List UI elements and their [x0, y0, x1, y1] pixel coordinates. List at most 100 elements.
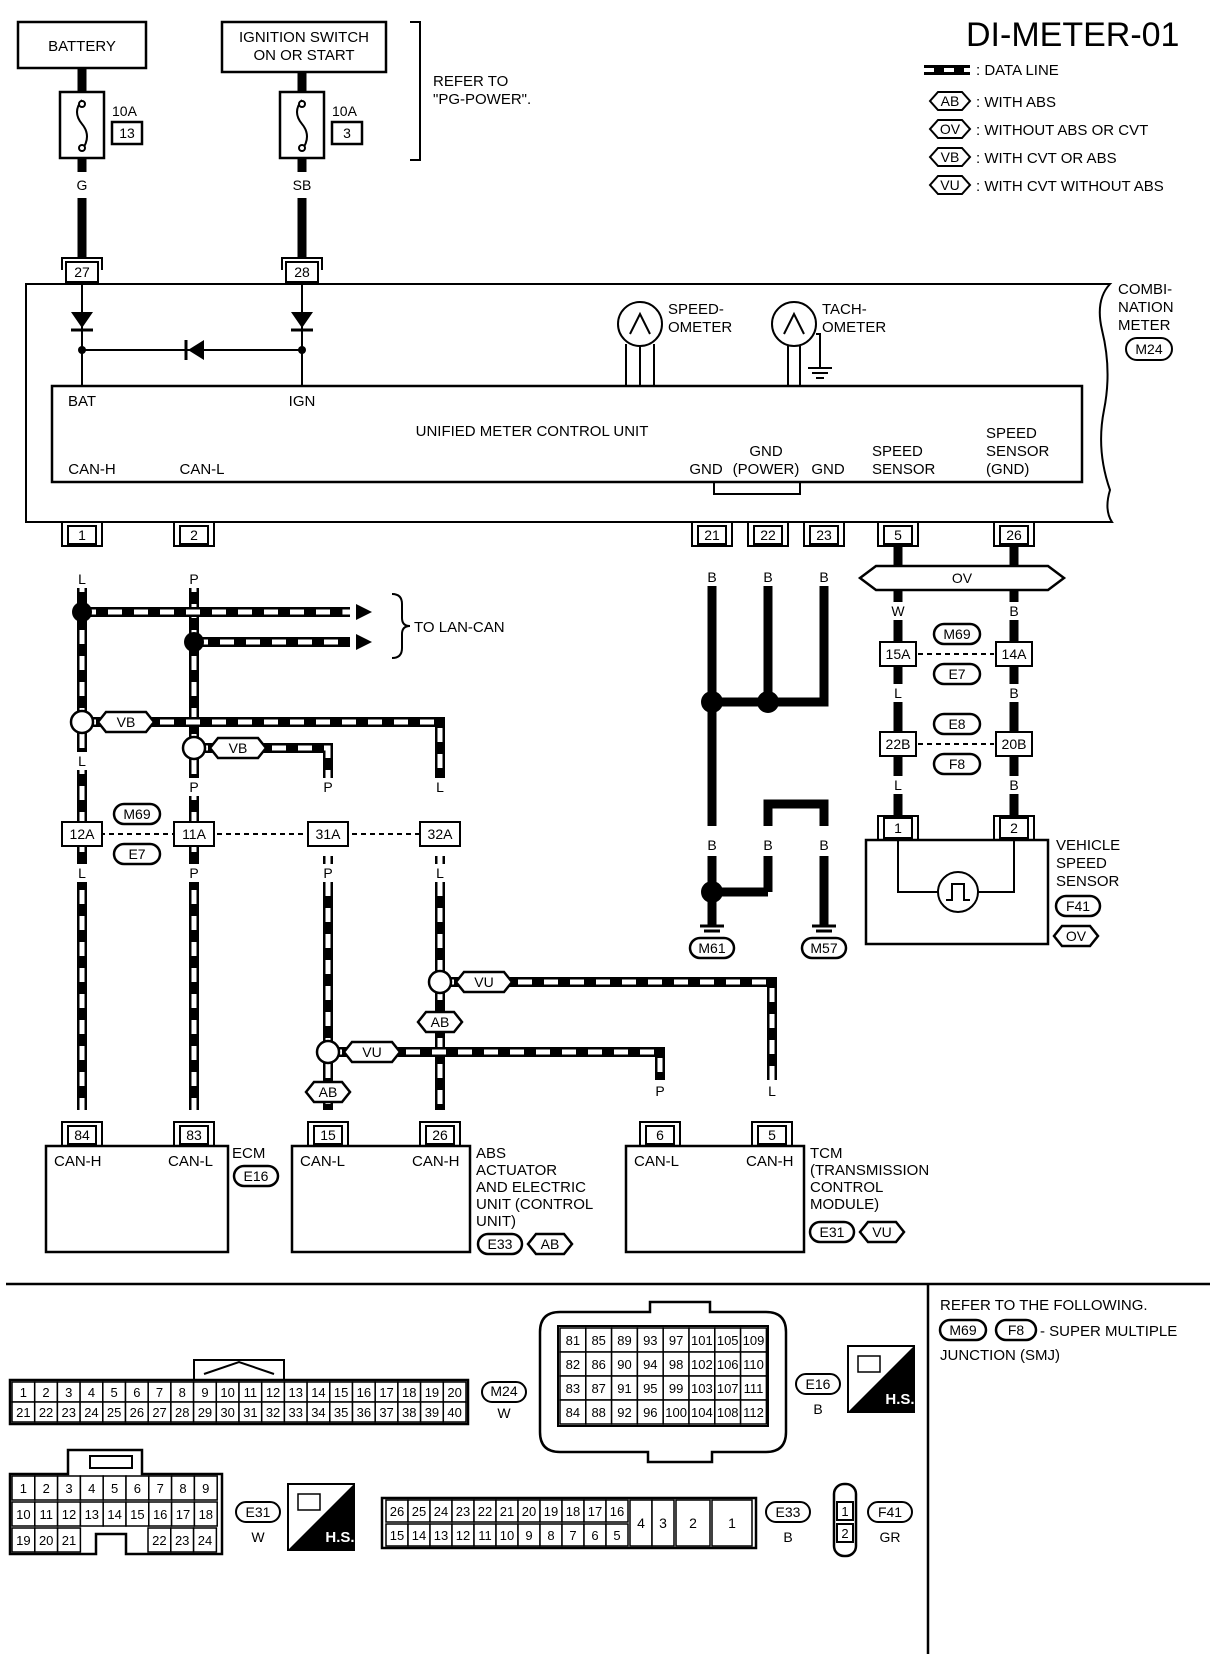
m24-pin: 19 — [425, 1385, 439, 1400]
pin-23: 23 — [816, 527, 832, 543]
e33-pin-cell — [605, 1499, 629, 1523]
e31-pin: 6 — [134, 1481, 141, 1496]
tag-ab-1: AB — [431, 1014, 450, 1030]
wire-b-4: B — [707, 837, 716, 853]
m24-pin: 10 — [220, 1385, 234, 1400]
wire-l-2: L — [78, 753, 86, 769]
wire-b-3: B — [819, 569, 828, 585]
wire-w-1: W — [891, 603, 905, 619]
splice-dot-can-h — [72, 602, 92, 622]
e33-pin-cell — [675, 1499, 711, 1547]
e16-pin: 103 — [691, 1381, 713, 1396]
combi-connector: M24 — [1135, 341, 1162, 357]
tcm-unit: 6 5 CAN-L CAN-H TCM (TRANSMISSION CONTRO… — [624, 1121, 929, 1254]
conn-e7-1: E7 — [128, 846, 145, 862]
tag-vb-1: VB — [117, 714, 136, 730]
pin-22: 22 — [760, 527, 776, 543]
e16-pin-cell — [610, 1399, 639, 1425]
refer-note-m69: M69 — [949, 1322, 976, 1338]
m24-pin: 40 — [447, 1405, 461, 1420]
wire-b-6: B — [819, 837, 828, 853]
e16-pin: 87 — [591, 1381, 605, 1396]
conn-e7-2: E7 — [948, 666, 965, 682]
lan-l-label: L — [340, 604, 348, 620]
fuse2-wire-color: SB — [293, 177, 312, 193]
m24-pin: 13 — [289, 1385, 303, 1400]
tcm-line1: TCM — [810, 1145, 843, 1162]
e33-pin: 10 — [500, 1528, 514, 1543]
battery-label: BATTERY — [48, 38, 116, 55]
fuse1-wire-color: G — [77, 177, 88, 193]
tag-ov-sensor: OV — [952, 570, 973, 586]
e16-pin: 97 — [669, 1333, 683, 1348]
ignition-line1: IGNITION SWITCH — [239, 29, 369, 46]
splice-dot-can-l — [184, 632, 204, 652]
option-splice-vu-h — [427, 969, 453, 995]
ignition-switch-box: IGNITION SWITCH ON OR START — [220, 20, 388, 74]
battery-box: BATTERY — [16, 20, 148, 70]
e33-pin: 6 — [591, 1528, 598, 1543]
e16-pin-cell — [714, 1327, 742, 1353]
combi-line3: METER — [1118, 317, 1171, 334]
m24-pin: 31 — [243, 1405, 257, 1420]
fuse2-amp: 10A — [332, 103, 358, 119]
vss-option: OV — [1066, 928, 1087, 944]
pin-15a: 15A — [886, 646, 912, 662]
wire-l-3: L — [436, 779, 444, 795]
e16-pin: 81 — [566, 1333, 580, 1348]
e16-pin-cell — [610, 1375, 639, 1401]
ecm-unit: 84 83 CAN-H CAN-L ECM E16 — [44, 1121, 280, 1254]
tag-vu-1: VU — [474, 974, 493, 990]
unit-gnd: GND — [689, 461, 723, 478]
ignition-line2: ON OR START — [253, 47, 354, 64]
fuse1-number: 13 — [119, 125, 135, 141]
e31-pin: 1 — [20, 1481, 27, 1496]
e31-pin: 9 — [202, 1481, 209, 1496]
m24-pin: 34 — [311, 1405, 325, 1420]
wire-b-5: B — [763, 837, 772, 853]
e31-pin: 23 — [175, 1533, 189, 1548]
abs-can-l: CAN-L — [300, 1153, 345, 1170]
e31-pin: 15 — [130, 1507, 144, 1522]
combination-meter: COMBI- NATION METER M24 SPEED- OMETER — [25, 281, 1174, 523]
m24-pin: 35 — [334, 1405, 348, 1420]
tcm-line3: CONTROL — [810, 1179, 883, 1196]
e31-color: W — [251, 1529, 265, 1545]
wire-b-8: B — [1009, 685, 1018, 701]
legend-text-vu: : WITH CVT WITHOUT ABS — [976, 178, 1164, 195]
e31-pin: 5 — [111, 1481, 118, 1496]
m24-pin: 36 — [357, 1405, 371, 1420]
to-lan-can: TO LAN-CAN — [414, 619, 505, 636]
e16-pin-cell — [739, 1399, 768, 1425]
m24-pin: 2 — [42, 1385, 49, 1400]
e33-pin: 9 — [525, 1528, 532, 1543]
e31-pin: 24 — [198, 1533, 212, 1548]
ecm-connector: E16 — [244, 1168, 269, 1184]
wire-l-4: L — [78, 865, 86, 881]
e16-pin: 109 — [743, 1333, 765, 1348]
unit-can-l: CAN-L — [179, 461, 224, 478]
e16-color: B — [813, 1401, 822, 1417]
e33-pin: 13 — [434, 1528, 448, 1543]
e16-pin: 86 — [591, 1357, 605, 1372]
e33-pin: 22 — [478, 1504, 492, 1519]
combi-line2: NATION — [1118, 299, 1174, 316]
e16-pin-cell — [714, 1399, 742, 1425]
wire-p-6: P — [655, 1083, 664, 1099]
e31-pin: 12 — [62, 1507, 76, 1522]
m24-pin: 4 — [88, 1385, 95, 1400]
e31-pin: 21 — [62, 1533, 76, 1548]
m24-name: M24 — [490, 1383, 517, 1399]
e31-pin: 8 — [179, 1481, 186, 1496]
e16-pin: 98 — [669, 1357, 683, 1372]
f41-pin-2: 2 — [841, 1526, 848, 1541]
e33-pin: 15 — [390, 1528, 404, 1543]
pin-26: 26 — [1006, 527, 1022, 543]
wire-l-1: L — [78, 571, 86, 587]
pin-1: 1 — [78, 527, 86, 543]
pin-27: 27 — [74, 264, 90, 280]
pin-28: 28 — [294, 264, 310, 280]
e33-pin: 1 — [728, 1515, 736, 1531]
e16-pin-cell — [662, 1399, 690, 1425]
combi-line1: COMBI- — [1118, 281, 1172, 298]
